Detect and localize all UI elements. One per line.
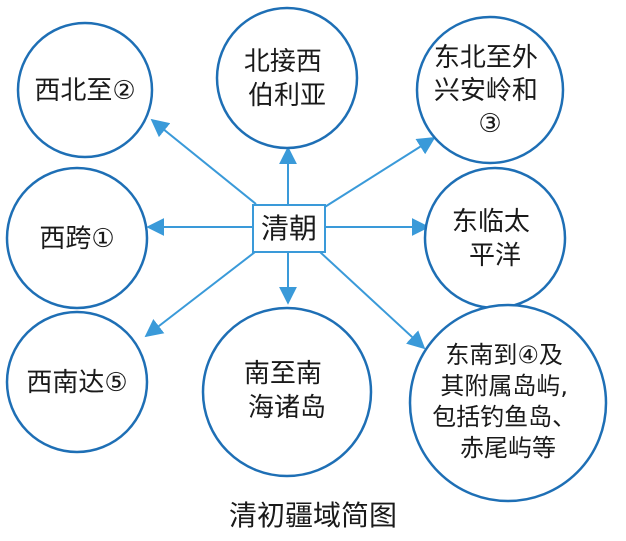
node-northwest-line: 西北至② xyxy=(34,76,135,106)
circles-group xyxy=(5,6,608,503)
arrow-to-southwest xyxy=(144,251,256,338)
arrows-group xyxy=(144,118,436,350)
node-southeast-text: 东南到④及 其附属岛屿, 包括钓鱼岛、 赤尾屿等 xyxy=(432,341,584,462)
node-north-text: 北接西 伯利亚 xyxy=(244,47,330,111)
node-east-text: 东临太 平洋 xyxy=(452,207,538,271)
node-texts-group: 西北至② 北接西 伯利亚 东北至外 兴安岭和 ③ 西跨① 东临太 平洋 西南达⑤… xyxy=(26,43,584,462)
node-south-text: 南至南 海诸岛 xyxy=(244,359,330,423)
node-west-text: 西跨① xyxy=(39,224,114,254)
node-east-line: 平洋 xyxy=(469,241,521,271)
node-north-line: 伯利亚 xyxy=(248,81,326,111)
node-northwest-text: 西北至② xyxy=(34,76,135,106)
node-southwest-line: 西南达⑤ xyxy=(26,368,127,398)
node-southwest-circle xyxy=(5,310,149,454)
node-northeast-line: 兴安岭和 xyxy=(434,76,538,106)
node-east-line: 东临太 xyxy=(452,207,530,237)
node-southeast-line: 包括钓鱼岛、 xyxy=(432,403,576,431)
node-east-circle xyxy=(423,166,567,310)
node-south-line: 南至南 xyxy=(244,359,322,389)
center-label: 清朝 xyxy=(261,212,317,245)
node-west-line: 西跨① xyxy=(39,224,114,254)
node-northeast-circle xyxy=(415,15,565,165)
node-north-circle xyxy=(215,6,359,150)
node-southeast-circle xyxy=(408,303,608,503)
node-southwest-text: 西南达⑤ xyxy=(26,368,127,398)
node-southeast-line: 其附属岛屿, xyxy=(440,372,568,400)
node-northeast-line: ③ xyxy=(478,109,501,139)
arrow-to-northwest xyxy=(150,118,257,205)
arrow-to-southeast xyxy=(319,251,426,350)
diagram-caption: 清初疆域简图 xyxy=(229,499,397,532)
node-northwest-circle xyxy=(16,21,154,159)
node-northeast-text: 东北至外 兴安岭和 ③ xyxy=(434,43,546,139)
arrow-to-northeast xyxy=(319,137,436,211)
node-west-circle xyxy=(5,166,149,310)
node-north-line: 北接西 xyxy=(244,47,322,77)
node-northeast-line: 东北至外 xyxy=(434,43,538,73)
center-box xyxy=(252,204,326,253)
node-south-circle xyxy=(201,306,373,478)
node-south-line: 海诸岛 xyxy=(248,393,326,423)
node-southeast-line: 赤尾屿等 xyxy=(460,434,556,462)
node-southeast-line: 东南到④及 xyxy=(445,341,563,369)
